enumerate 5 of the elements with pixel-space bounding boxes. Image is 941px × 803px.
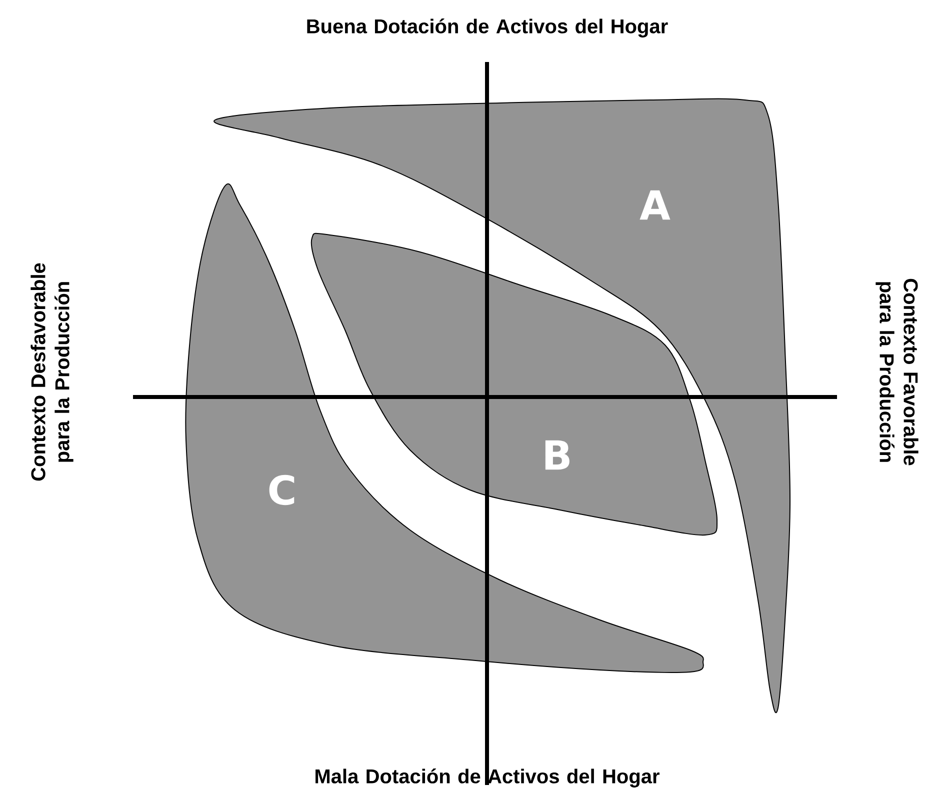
- axis-label: Contexto Desfavorable para la Producción: [30, 263, 74, 481]
- axis-label: Buena Dotación de Activos del Hogar: [307, 18, 668, 38]
- region-blob: B: [310, 232, 718, 536]
- axis-label: Mala Dotación de Activos del Hogar: [316, 768, 660, 788]
- axis-label: Contexto Favorable para la Producción: [876, 278, 918, 466]
